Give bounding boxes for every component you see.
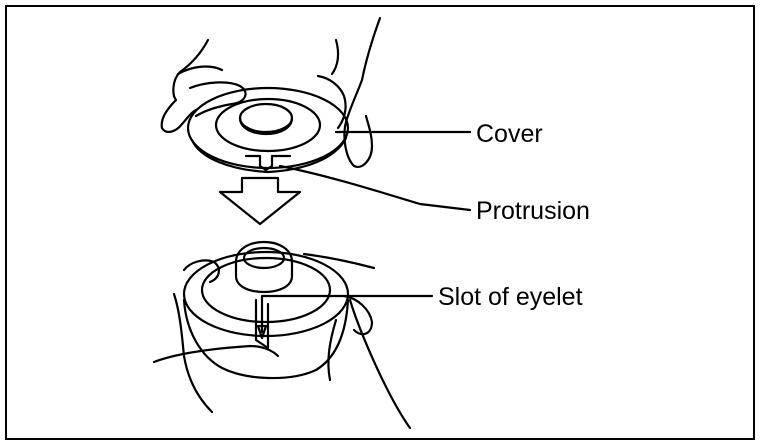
down-arrow-icon — [218, 176, 302, 226]
left-hand-top — [160, 38, 210, 134]
slot-leader-line — [260, 294, 434, 334]
eyelet-slot — [254, 298, 270, 350]
spool-hub-top — [242, 246, 286, 270]
spool-outer-rim — [182, 250, 350, 338]
top-cover-assembly — [160, 16, 382, 174]
cover-inner-ring — [214, 97, 322, 153]
left-hand-thumb-top — [176, 65, 224, 76]
trimmer-line-back — [302, 252, 376, 270]
spool-body-side — [182, 298, 350, 380]
cover-hub — [238, 102, 294, 134]
bottom-spool-assembly — [152, 240, 412, 430]
right-hand-wrist-top — [330, 38, 340, 76]
left-hand-finger-top — [188, 81, 247, 118]
label-slot-of-eyelet: Slot of eyelet — [438, 283, 583, 311]
right-hand-finger-top — [316, 74, 347, 130]
left-hand-finger-bottom — [182, 259, 220, 284]
right-hand-thumb-bottom — [342, 294, 374, 336]
right-hand-palm-bottom — [327, 318, 338, 382]
cover-rim-lower — [190, 136, 348, 174]
protrusion-tab — [244, 154, 292, 172]
spool-inner-rim — [200, 256, 332, 324]
left-hand-bottom — [172, 292, 214, 414]
protrusion-leader-line — [278, 164, 472, 212]
spool-hub — [234, 240, 294, 294]
label-cover: Cover — [476, 120, 543, 148]
trimmer-line — [152, 344, 280, 364]
right-hand-bottom — [348, 298, 412, 430]
right-hand-top — [343, 16, 382, 168]
cover-hub-side — [238, 116, 294, 136]
label-protrusion: Protrusion — [476, 197, 590, 225]
slot-leader-arrowhead — [256, 324, 268, 340]
figure-frame — [5, 5, 755, 440]
